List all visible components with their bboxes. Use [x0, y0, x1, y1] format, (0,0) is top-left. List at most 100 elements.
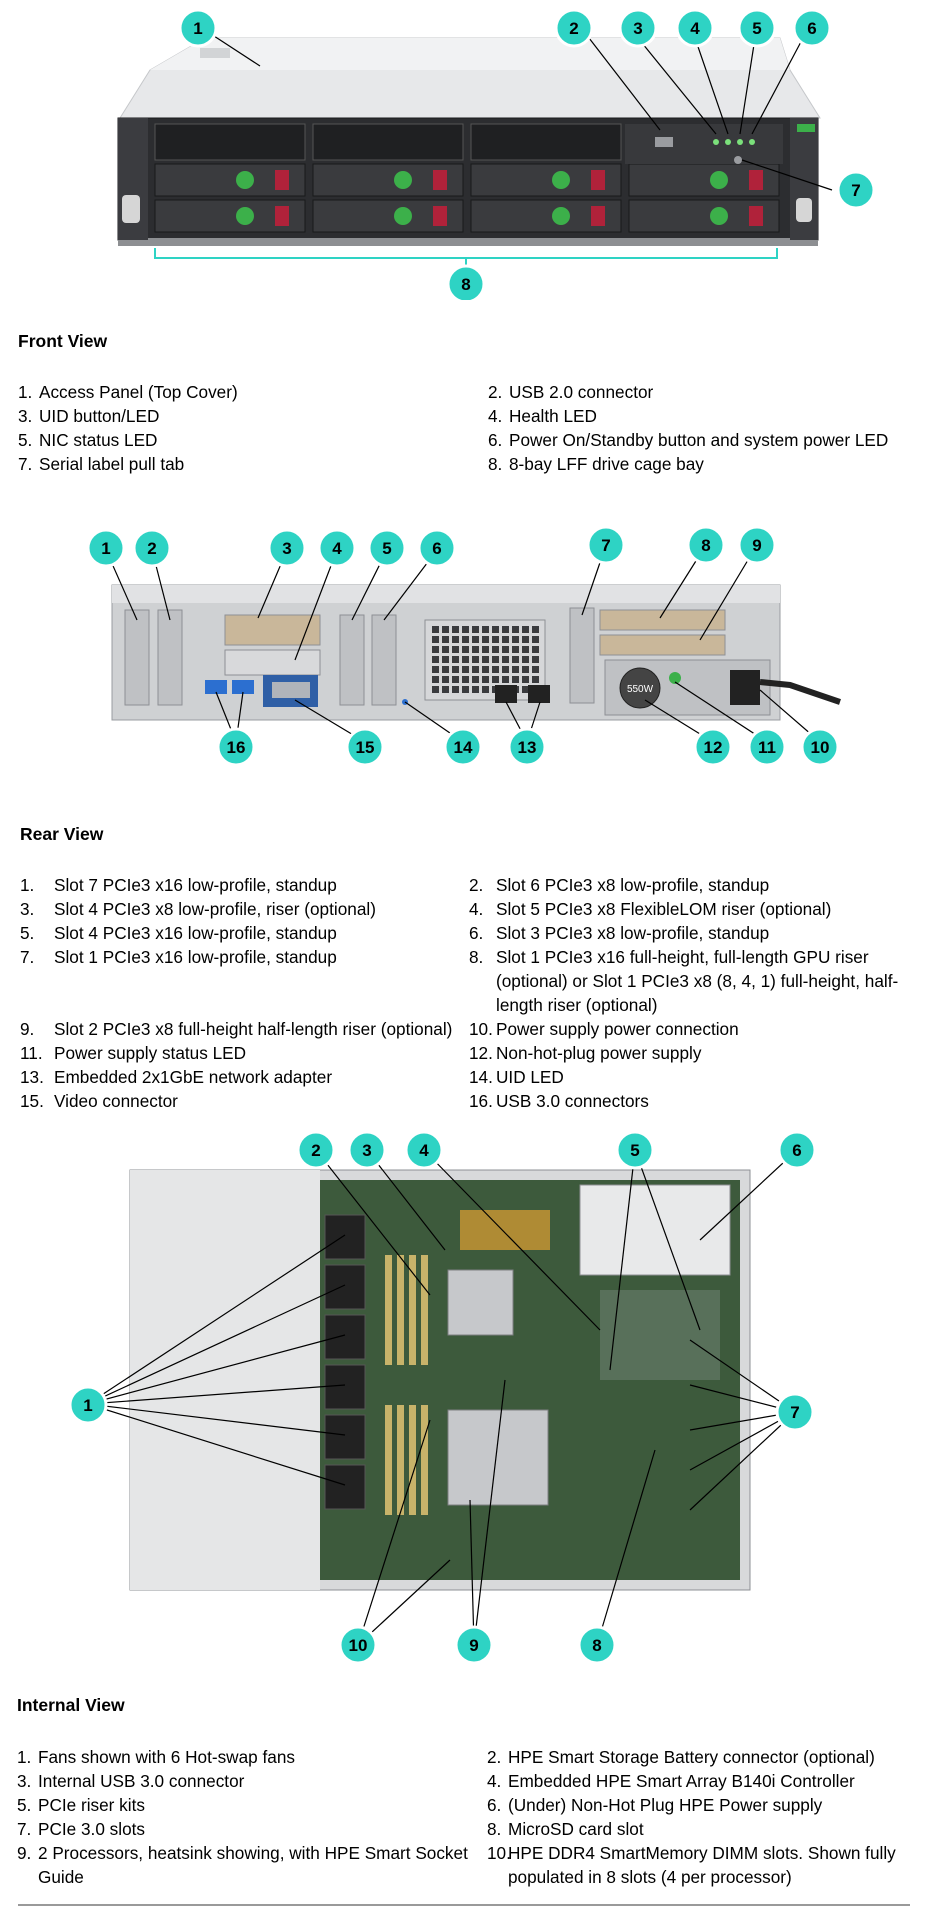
legend-item-number: 8.: [487, 1819, 502, 1839]
callout-4: 4: [404, 1130, 444, 1170]
legend-item-text: Fans shown with 6 Hot-swap fans: [38, 1747, 295, 1767]
callout-number: 2: [311, 1141, 320, 1160]
callout-number: 7: [601, 536, 610, 555]
legend-item-text: Power supply status LED: [54, 1043, 247, 1063]
callout-7: 7: [775, 1392, 815, 1432]
legend-item-text: Slot 3 PCIe3 x8 low-profile, standup: [496, 923, 770, 943]
callout-3: 3: [618, 8, 658, 48]
legend-item-text: Slot 1 PCIe3 x16 low-profile, standup: [54, 947, 337, 967]
callout-number: 14: [454, 738, 473, 757]
legend-item-number: 3.: [18, 406, 33, 426]
legend-item: 1.Fans shown with 6 Hot-swap fans: [17, 1745, 487, 1769]
legend-item-number: 15.: [20, 1091, 44, 1111]
callout-number: 3: [633, 19, 642, 38]
callout-number: 8: [461, 275, 470, 294]
legend-item-text: USB 3.0 connectors: [496, 1091, 649, 1111]
legend-item-number: 14.: [469, 1067, 493, 1087]
legend-item-number: 3.: [20, 899, 35, 919]
legend-item-number: 7.: [20, 947, 35, 967]
callout-8: 8: [686, 525, 726, 565]
legend-item: 1.Access Panel (Top Cover): [18, 380, 488, 404]
callout-number: 11: [758, 738, 776, 757]
callout-number: 15: [356, 738, 375, 757]
legend-item: 15. Video connector: [20, 1089, 469, 1113]
legend-item: 4.Slot 5 PCIe3 x8 FlexibleLOM riser (opt…: [469, 897, 919, 921]
callout-number: 1: [83, 1396, 92, 1415]
legend-item-number: 7.: [18, 454, 33, 474]
legend-item-text: 8-bay LFF drive cage bay: [509, 454, 704, 474]
drive-bay: [154, 163, 306, 197]
legend-item-number: 10.: [469, 1019, 493, 1039]
legend-item: 1. Slot 7 PCIe3 x16 low-profile, standup: [20, 873, 469, 897]
fan: [324, 1214, 366, 1260]
legend-item: 3. Slot 4 PCIe3 x8 low-profile, riser (op…: [20, 897, 469, 921]
legend-item-text: Slot 6 PCIe3 x8 low-profile, standup: [496, 875, 770, 895]
callout-number: 10: [349, 1636, 368, 1655]
legend-item: 11.Power supply status LED: [20, 1041, 469, 1065]
legend-item-text: Slot 4 PCIe3 x8 low-profile, riser (opti…: [54, 899, 376, 919]
rear-view-title: Rear View: [20, 824, 104, 844]
callout-number: 7: [790, 1403, 799, 1422]
legend-item-text: Internal USB 3.0 connector: [38, 1771, 245, 1791]
legend-item-text: Slot 5 PCIe3 x8 FlexibleLOM riser (optio…: [496, 899, 832, 919]
legend-item-text: Embedded HPE Smart Array B140i Controlle…: [508, 1771, 855, 1791]
callout-8: 8: [446, 264, 486, 300]
callout-number: 6: [792, 1141, 801, 1160]
legend-item-text: Embedded 2x1GbE network adapter: [54, 1067, 333, 1087]
callout-7: 7: [836, 170, 876, 210]
legend-item-text: NIC status LED: [39, 430, 158, 450]
callout-number: 4: [332, 539, 342, 558]
callout-number: 13: [518, 738, 537, 757]
callout-1: 1: [86, 528, 126, 568]
front-view-legend: 1.Access Panel (Top Cover)2.USB 2.0 conn…: [18, 380, 918, 476]
callout-10: 10: [800, 727, 840, 767]
callout-number: 4: [419, 1141, 429, 1160]
legend-item: 7.PCIe 3.0 slots: [17, 1817, 487, 1841]
callout-14: 14: [443, 727, 483, 767]
legend-item: 3.UID button/LED: [18, 404, 488, 428]
bottom-divider: [18, 1904, 910, 1906]
legend-item-text: HPE DDR4 SmartMemory DIMM slots. Shown f…: [508, 1843, 896, 1887]
callout-number: 6: [807, 19, 816, 38]
legend-item: 8.8-bay LFF drive cage bay: [488, 452, 918, 476]
callout-number: 8: [592, 1636, 601, 1655]
fan: [324, 1414, 366, 1460]
legend-item-number: 3.: [17, 1771, 32, 1791]
callout-1: 1: [68, 1385, 108, 1425]
callout-12: 12: [693, 727, 733, 767]
legend-item-number: 9.: [17, 1843, 32, 1863]
callout-2: 2: [132, 528, 172, 568]
legend-item-number: 10.: [487, 1843, 511, 1863]
callout-6: 6: [792, 8, 832, 48]
fan: [324, 1364, 366, 1410]
callout-number: 2: [147, 539, 156, 558]
legend-item: 7. Slot 1 PCIe3 x16 low-profile, standup: [20, 945, 469, 1017]
legend-item-text: Video connector: [54, 1091, 178, 1111]
callout-number: 8: [701, 536, 710, 555]
internal-view-title: Internal View: [17, 1695, 125, 1715]
legend-item-number: 5.: [17, 1795, 32, 1815]
legend-item-text: 2 Processors, heatsink showing, with HPE…: [38, 1843, 468, 1887]
legend-item-text: Slot 2 PCIe3 x8 full-height half-length …: [54, 1019, 453, 1039]
callout-2: 2: [554, 8, 594, 48]
callout-3: 3: [267, 528, 307, 568]
legend-item-number: 8.: [469, 947, 484, 967]
callout-number: 4: [690, 19, 700, 38]
legend-item: 2.USB 2.0 connector: [488, 380, 918, 404]
legend-item-number: 12.: [469, 1043, 493, 1063]
callout-number: 3: [282, 539, 291, 558]
callout-6: 6: [777, 1130, 817, 1170]
legend-item: 13.Embedded 2x1GbE network adapter: [20, 1065, 469, 1089]
callout-number: 5: [382, 539, 391, 558]
legend-item-text: (Under) Non-Hot Plug HPE Power supply: [508, 1795, 823, 1815]
callout-number: 16: [227, 738, 246, 757]
legend-item-number: 6.: [469, 923, 484, 943]
legend-item: 10.HPE DDR4 SmartMemory DIMM slots. Show…: [487, 1841, 917, 1889]
legend-item-number: 1.: [20, 875, 35, 895]
legend-item-text: Slot 7 PCIe3 x16 low-profile, standup: [54, 875, 337, 895]
legend-item-text: Access Panel (Top Cover): [39, 382, 238, 402]
